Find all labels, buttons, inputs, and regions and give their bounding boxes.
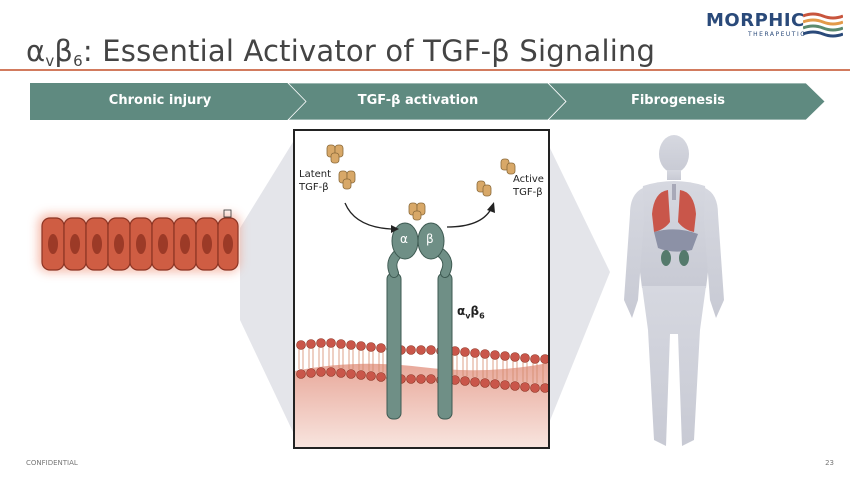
binding-arrow — [344, 202, 392, 230]
integrin-illustration — [295, 144, 550, 447]
title-rest: : Essential Activator of TGF-β Signaling — [82, 34, 656, 68]
slide-title: αvβ6: Essential Activator of TGF-β Signa… — [26, 34, 655, 70]
morphic-logo: MORPHIC THERAPEUTIC — [706, 10, 843, 40]
title-alpha: α — [26, 34, 46, 68]
integrin-panel: Latent TGF-β Active TGF-β α β αvβ6 — [293, 129, 550, 449]
page-number: 23 — [825, 459, 834, 467]
release-arrow — [446, 208, 492, 228]
zoom-wedge-left — [240, 142, 293, 432]
title-sub-v: v — [45, 52, 55, 70]
human-body-figure — [624, 135, 724, 446]
process-step-2-shape — [287, 83, 567, 120]
confidential-label: CONFIDENTIAL — [26, 459, 78, 467]
beta-subunit-label: β — [426, 232, 434, 246]
process-step-3-shape — [547, 83, 825, 120]
epithelial-cells — [38, 209, 240, 272]
logo-wordmark: MORPHIC — [706, 10, 805, 31]
alpha-subunit-label: α — [400, 232, 408, 246]
bound-tgf-beta-molecule — [408, 202, 426, 221]
process-step-tgf-activation: TGF-β activation — [357, 93, 479, 108]
title-beta: β — [54, 34, 74, 68]
title-divider — [0, 69, 850, 71]
integrin-name-label: αvβ6 — [457, 304, 485, 321]
binding-arrow-head — [391, 225, 399, 233]
release-arrow-head — [487, 202, 495, 213]
process-step-fibrogenesis: Fibrogenesis — [630, 93, 726, 108]
logo-waves-icon — [803, 12, 843, 38]
membrane-top-heads — [296, 338, 550, 364]
latent-tgf-beta-label: Latent TGF-β — [299, 169, 332, 193]
process-step-1-shape — [30, 83, 306, 120]
membrane-bottom-heads — [296, 367, 550, 393]
active-tgf-beta-label: Active TGF-β — [513, 174, 544, 198]
logo-tagline: THERAPEUTIC — [748, 31, 806, 38]
integrin-alpha-v-beta-6 — [386, 222, 453, 420]
zoom-wedge-right — [547, 142, 610, 428]
title-sub-6: 6 — [73, 52, 83, 70]
process-step-chronic-injury: Chronic injury — [108, 93, 212, 108]
active-tgf-beta-molecules — [476, 158, 516, 197]
process-flow — [30, 83, 825, 120]
latent-tgf-beta-molecules — [326, 144, 356, 190]
membrane-tails — [298, 347, 544, 383]
